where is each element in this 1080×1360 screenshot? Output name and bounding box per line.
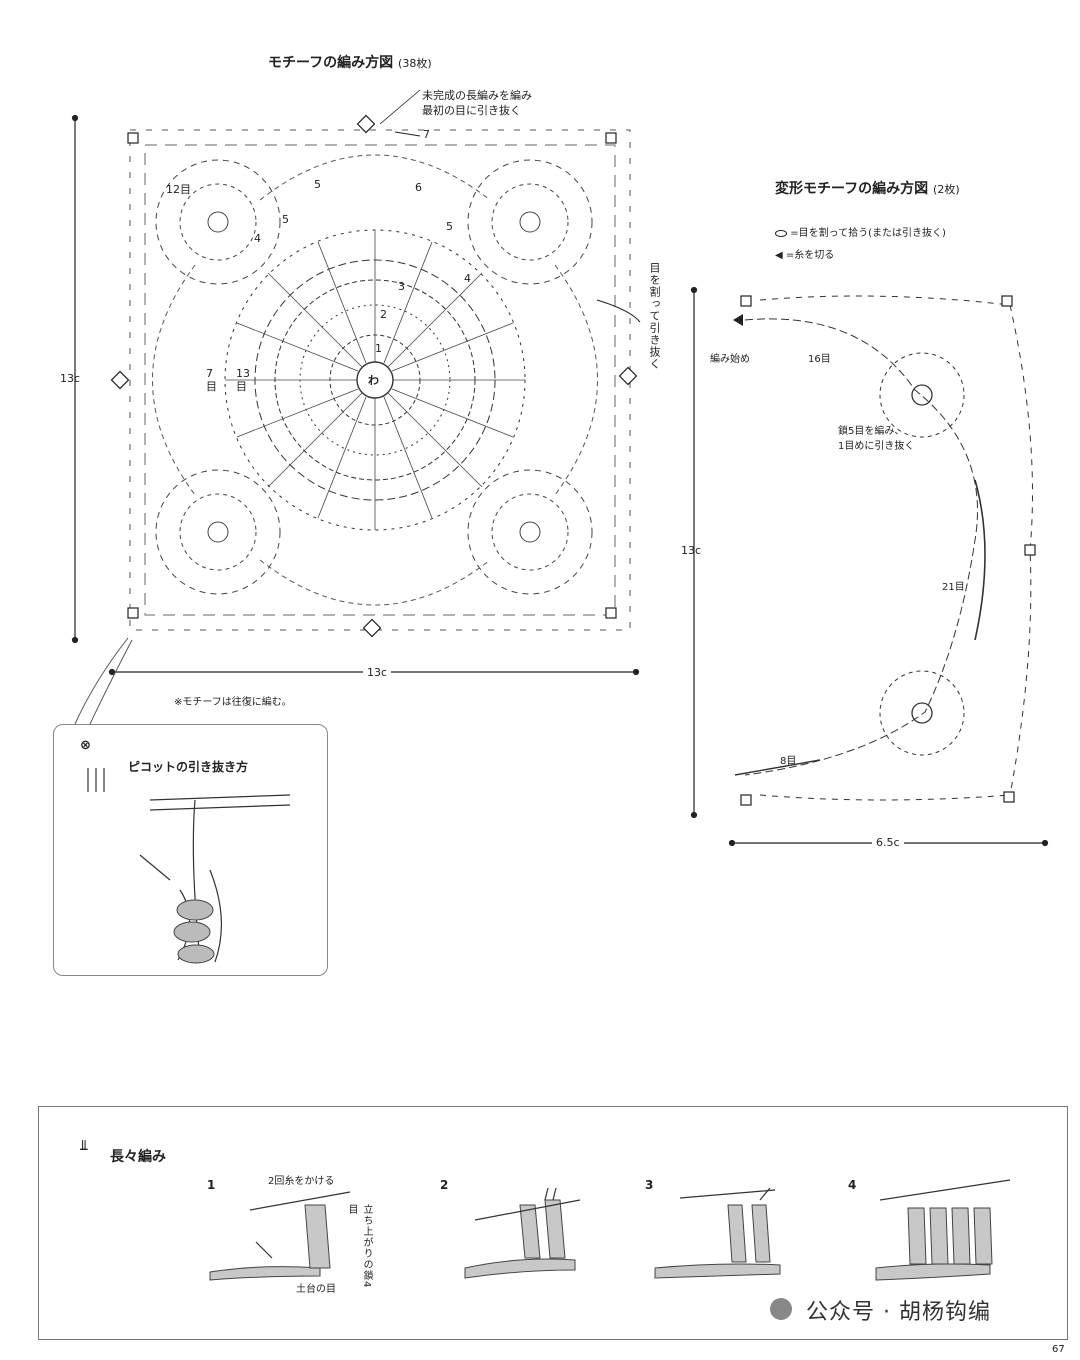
motif-label-12: 12目 bbox=[166, 183, 191, 196]
motif-top-note-line1: 未完成の長編みを編み bbox=[422, 89, 532, 102]
variant-dim-height: 13c bbox=[681, 544, 702, 557]
triple-crochet-symbol-icon: ⫫ bbox=[80, 1138, 88, 1154]
variant-chain-note: 鎖5目を編み、 1目めに引き抜く bbox=[838, 424, 914, 454]
wechat-icon bbox=[770, 1298, 792, 1320]
motif-label-13: 13目 bbox=[236, 367, 250, 393]
motif-dim-height: 13c bbox=[60, 372, 81, 385]
motif-count: (38枚) bbox=[398, 57, 432, 70]
round-label-3: 3 bbox=[398, 280, 405, 293]
motif-top-note: 未完成の長編みを編み 最初の目に引き抜く bbox=[422, 88, 532, 118]
step-1-number: 1 bbox=[207, 1178, 216, 1192]
step1-side-label: 立ち上がりの鎖4目 bbox=[346, 1204, 372, 1289]
round-label-4-left: 4 bbox=[254, 232, 261, 245]
motif-center-ring: わ bbox=[368, 374, 379, 387]
variant-chain-note-line2: 1目めに引き抜く bbox=[838, 441, 915, 452]
picot-symbol-icon: ⊗ bbox=[80, 738, 91, 753]
page-number: 67 bbox=[1052, 1344, 1065, 1355]
pickup-oval-icon bbox=[775, 229, 787, 237]
round-label-2: 2 bbox=[380, 308, 387, 321]
variant-title: 変形モチーフの編み方図 (2枚) bbox=[775, 181, 960, 197]
variant-label-8: 8目 bbox=[780, 756, 797, 767]
variant-label-21: 21目 bbox=[942, 582, 965, 593]
motif-footnote: ※モチーフは往復に編む。 bbox=[174, 697, 292, 708]
variant-dim-width: 6.5c bbox=[872, 836, 904, 849]
round-label-6: 6 bbox=[415, 181, 422, 194]
picot-title: ピコットの引き抜き方 bbox=[128, 760, 249, 774]
technique-title: 長々編み bbox=[110, 1149, 166, 1165]
round-label-1: 1 bbox=[375, 342, 382, 355]
variant-stitches bbox=[734, 295, 1033, 801]
step-4-number: 4 bbox=[848, 1178, 857, 1192]
step-3-number: 3 bbox=[645, 1178, 654, 1192]
motif-dim-width: 13c bbox=[363, 666, 392, 679]
motif-title: モチーフの編み方図 (38枚) bbox=[268, 55, 432, 71]
motif-stitches bbox=[110, 89, 641, 638]
motif-label-7: 7目 bbox=[206, 367, 217, 393]
variant-chain-note-line1: 鎖5目を編み、 bbox=[838, 426, 905, 437]
variant-start-label: 編み始め bbox=[710, 354, 750, 365]
step-2-number: 2 bbox=[440, 1178, 449, 1192]
round-label-7: 7 bbox=[423, 128, 430, 141]
technique-box bbox=[38, 1106, 1068, 1340]
variant-legend-cut: ◀ =糸を切る bbox=[775, 250, 835, 261]
variant-count: (2枚) bbox=[933, 183, 960, 196]
step1-yarn-over-label: 2回糸をかける bbox=[268, 1176, 335, 1187]
round-label-5-left: 5 bbox=[314, 178, 321, 191]
variant-legend-pickup: =目を割って拾う(または引き抜く) bbox=[775, 224, 946, 239]
round-label-5-lower: 5 bbox=[282, 213, 289, 226]
cut-arrow-icon: ◀ bbox=[775, 250, 783, 261]
step1-base-label: 土台の目 bbox=[296, 1284, 336, 1295]
variant-label-16: 16目 bbox=[808, 354, 831, 365]
motif-top-note-line2: 最初の目に引き抜く bbox=[422, 104, 521, 117]
round-label-4: 4 bbox=[464, 272, 471, 285]
watermark-text: 公众号 · 胡杨钩编 bbox=[806, 1300, 991, 1325]
motif-side-note: 目を割って引き抜く bbox=[648, 262, 661, 370]
round-label-5: 5 bbox=[446, 220, 453, 233]
